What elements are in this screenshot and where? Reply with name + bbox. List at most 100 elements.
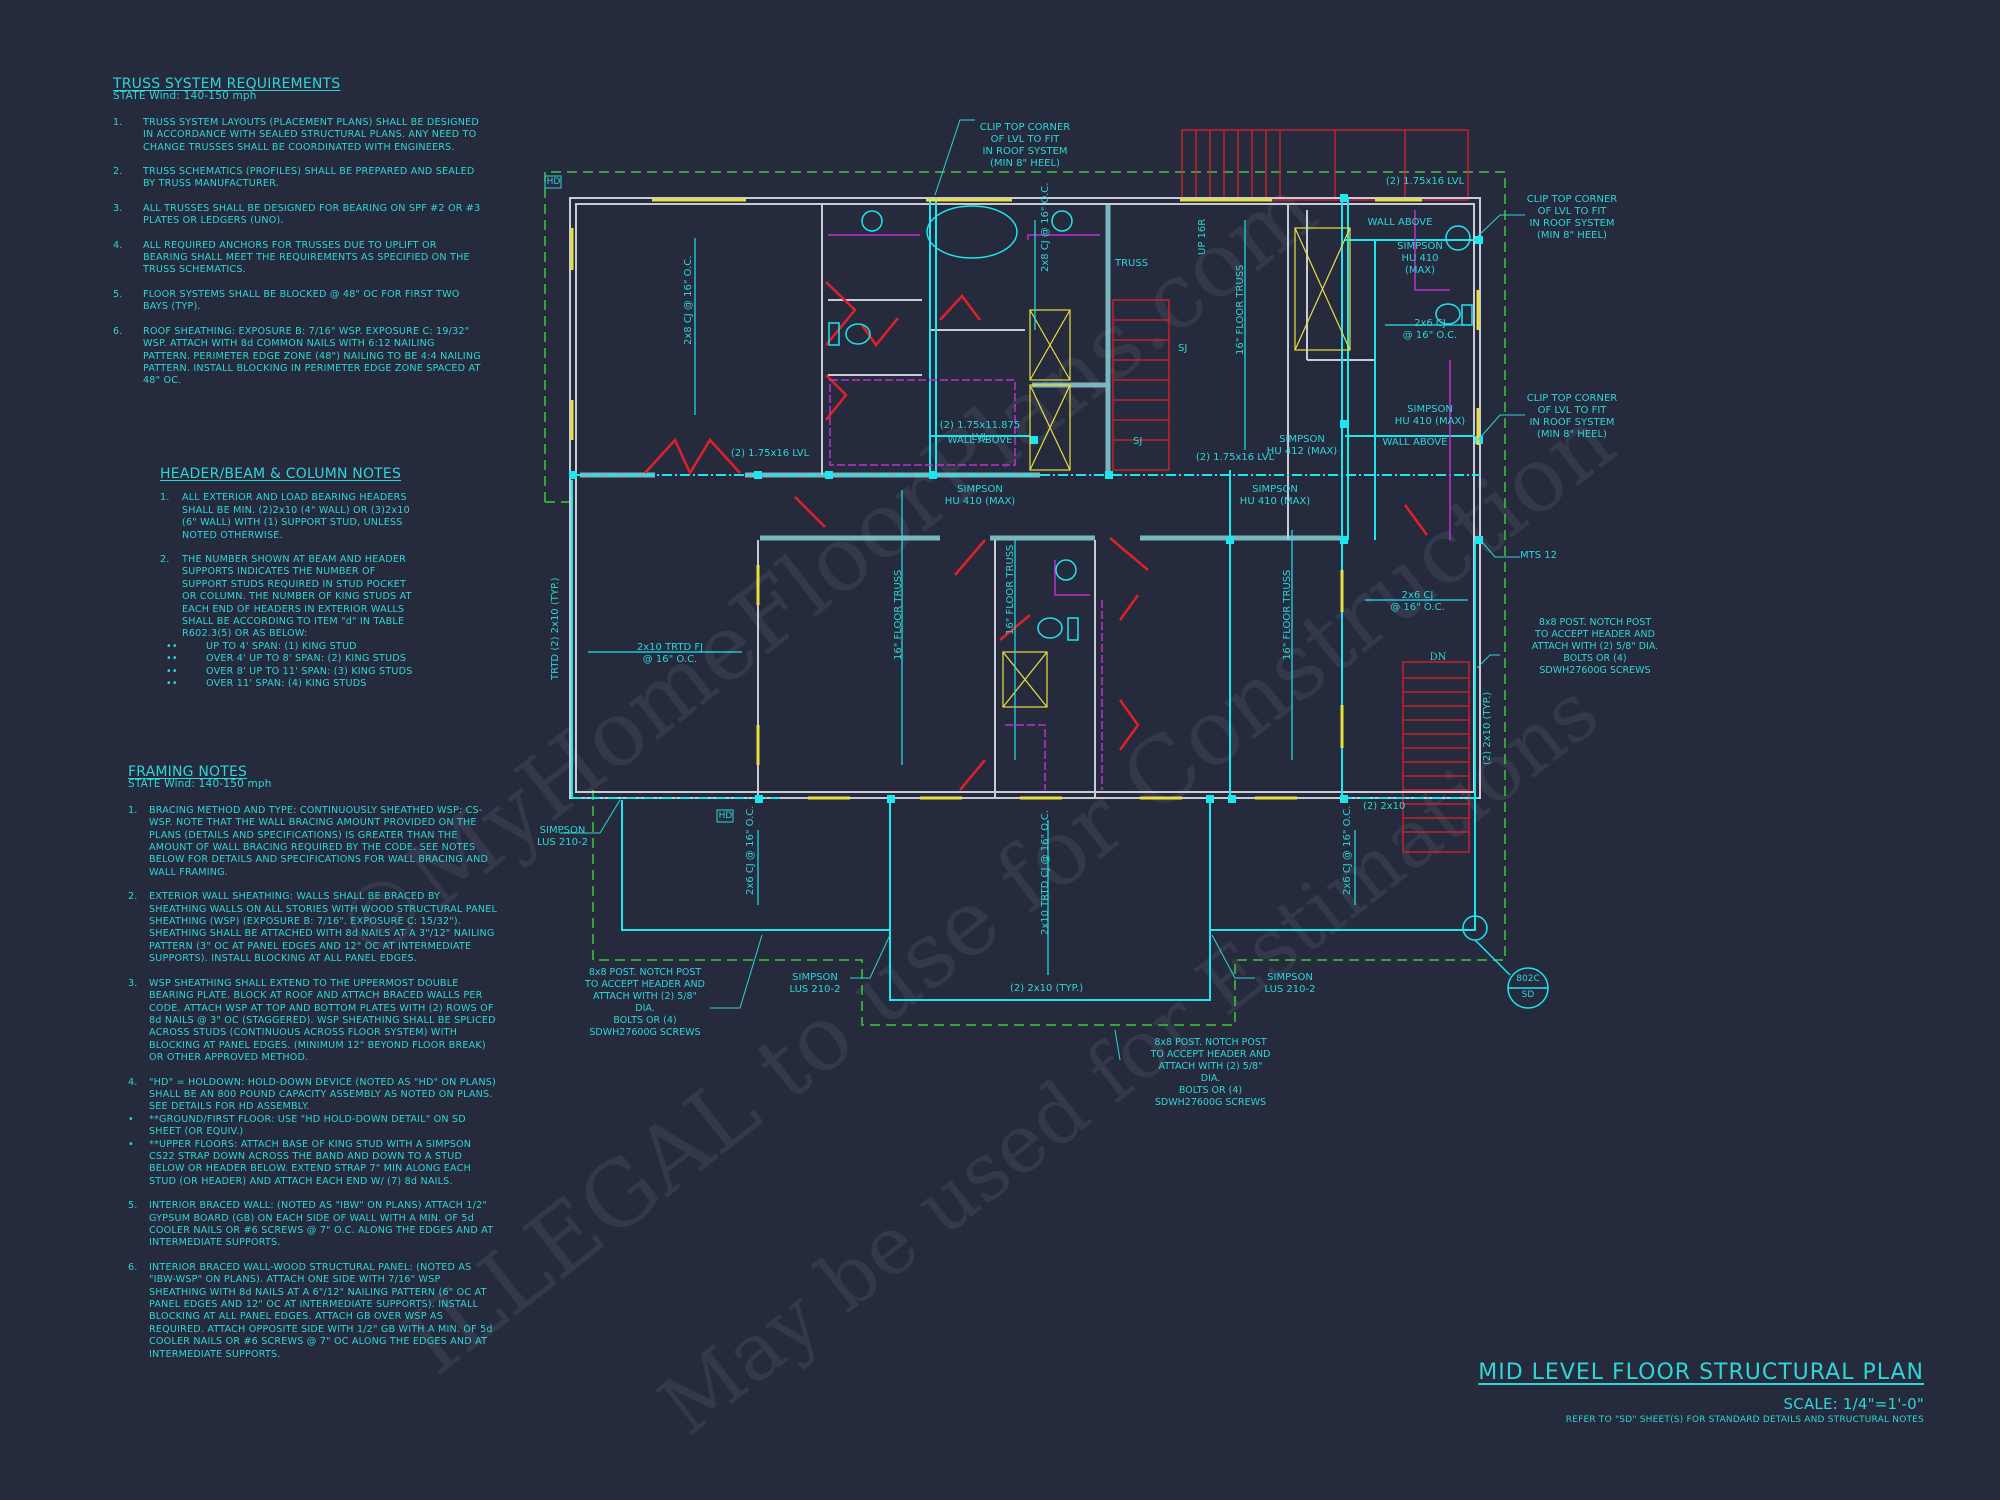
bullet-item: ••OVER 4' UP TO 8' SPAN: (2) KING STUDS xyxy=(166,653,407,665)
wall-above-label-3: WALL ABOVE xyxy=(1382,437,1448,448)
note-item: 6.ROOF SHEATHING: EXPOSURE B: 7/16" WSP.… xyxy=(113,325,481,387)
header-notes-title: HEADER/BEAM & COLUMN NOTES xyxy=(160,466,402,482)
holdown-markers xyxy=(544,175,734,823)
king-stud-bullets: ••UP TO 4' SPAN: (1) KING STUD ••OVER 4'… xyxy=(166,641,420,691)
column-posts xyxy=(569,194,1483,803)
holdown-label-2: HD xyxy=(718,811,733,821)
note-item: 1.ALL EXTERIOR AND LOAD BEARING HEADERS … xyxy=(160,492,410,541)
truss-system-notes: TRUSS SYSTEM REQUIREMENTS STATE Wind: 14… xyxy=(113,77,483,400)
post-note-bottom-left: 8x8 POST. NOTCH POST TO ACCEPT HEADER AN… xyxy=(585,967,705,1038)
holdown-label-1: HD xyxy=(546,177,561,187)
post-note-bottom-mid: 8x8 POST. NOTCH POST TO ACCEPT HEADER AN… xyxy=(1150,1037,1271,1108)
framing-notes-list-cont: 5.INTERIOR BRACED WALL: (NOTED AS "IBW" … xyxy=(128,1200,498,1361)
bullet-icon: •• xyxy=(166,653,178,665)
simpson-lus-label-2: SIMPSON LUS 210-2 xyxy=(789,972,841,995)
wall-above-label-1: WALL ABOVE xyxy=(1367,217,1433,228)
drawing-scale: SCALE: 1/4"=1'-0" xyxy=(1783,1395,1924,1413)
bullet-item: •**GROUND/FIRST FLOOR: USE "HD HOLD-DOWN… xyxy=(128,1113,466,1138)
note-item: 1.TRUSS SYSTEM LAYOUTS (PLACEMENT PLANS)… xyxy=(113,116,479,153)
floor-truss-label-1: 16" FLOOR TRUSS xyxy=(1235,264,1246,355)
mts12-label: MTS 12 xyxy=(1520,550,1557,561)
lvl-label-mid-right: (2) 1.75x16 LVL xyxy=(1195,452,1275,463)
clip-top-corner-note-right-2: CLIP TOP CORNER OF LVL TO FIT IN ROOF SY… xyxy=(1526,393,1618,440)
bullet-item: ••UP TO 4' SPAN: (1) KING STUD xyxy=(166,640,357,652)
joist-2x6-label-b: 2x6 CJ @ 16" O.C. xyxy=(1390,590,1445,613)
framing-notes-subtitle: STATE Wind: 140-150 mph xyxy=(128,778,272,791)
joist-2x6-label-a: 2x6 CJ @ 16" O.C. xyxy=(1402,318,1458,341)
bullet-icon: •• xyxy=(166,678,178,690)
refer-note: REFER TO "SD" SHEET(S) FOR STANDARD DETA… xyxy=(1565,1415,1924,1425)
simpson-lus-label-1: SIMPSON LUS 210-2 xyxy=(537,825,588,848)
header-beam-column-notes: HEADER/BEAM & COLUMN NOTES 1.ALL EXTERIO… xyxy=(160,466,420,691)
lvl-11875-label: (2) 1.75x11.875 LVL xyxy=(939,420,1021,443)
simpson-hu412-label: SIMPSON HU 412 (MAX) xyxy=(1266,434,1338,457)
lvl-label-top-right: (2) 1.75x16 LVL xyxy=(1385,176,1465,187)
clip-top-corner-note-right-1: CLIP TOP CORNER OF LVL TO FIT IN ROOF SY… xyxy=(1526,194,1618,241)
simpson-hu410-label-1: SIMPSON HU 410 (MAX) xyxy=(1397,241,1443,276)
lvl-label-mid-left: (2) 1.75x16 LVL xyxy=(730,448,810,459)
floor-truss-label-3: 16" FLOOR TRUSS xyxy=(1005,544,1016,635)
note-item: 4.ALL REQUIRED ANCHORS FOR TRUSSES DUE T… xyxy=(113,239,470,276)
simpson-hu410-label-4: SIMPSON HU 410 (MAX) xyxy=(1239,484,1311,507)
joist-2x6-label-d: 2x6 CJ @ 16" O.C. xyxy=(1342,805,1353,895)
note-item: 5.FLOOR SYSTEMS SHALL BE BLOCKED @ 48" O… xyxy=(113,288,460,313)
wall-above-label-4: WALL ABOVE xyxy=(947,435,1013,446)
sj-label-1: SJ xyxy=(1178,343,1188,354)
stair-up-label: UP 16R xyxy=(1197,218,1208,255)
beams xyxy=(571,198,1480,1001)
bullet-item: ••OVER 8' UP TO 11' SPAN: (3) KING STUDS xyxy=(166,665,413,677)
bullet-item: ••OVER 11' SPAN: (4) KING STUDS xyxy=(166,678,367,690)
joist-2x10-trtd-label: 2x10 TRTD CJ @ 16" O.C. xyxy=(1040,809,1051,935)
truss-notes-list: 1.TRUSS SYSTEM LAYOUTS (PLACEMENT PLANS)… xyxy=(113,117,483,388)
clip-top-corner-note-top: CLIP TOP CORNER OF LVL TO FIT IN ROOF SY… xyxy=(979,122,1071,169)
simpson-lus-label-3: SIMPSON LUS 210-2 xyxy=(1264,972,1316,995)
framing-notes-list: 1.BRACING METHOD AND TYPE: CONTINUOUSLY … xyxy=(128,805,498,1114)
note-item: 2.EXTERIOR WALL SHEATHING: WALLS SHALL B… xyxy=(128,891,498,965)
joist-2x8-label-a: 2x8 CJ @ 16" O.C. xyxy=(683,255,694,345)
simpson-hu410-label-2: SIMPSON HU 410 (MAX) xyxy=(1394,404,1466,427)
exterior-walls xyxy=(569,197,1481,799)
two-2x10-typ-label: (2) 2x10 (TYP.) xyxy=(1010,983,1084,994)
drawing-title: MID LEVEL FLOOR STRUCTURAL PLAN xyxy=(1478,1360,1924,1385)
holdown-sub-bullets: •**GROUND/FIRST FLOOR: USE "HD HOLD-DOWN… xyxy=(128,1114,498,1188)
bullet-item: •**UPPER FLOORS: ATTACH BASE OF KING STU… xyxy=(128,1138,472,1187)
shower-symbols xyxy=(1002,227,1351,708)
note-item: 5.INTERIOR BRACED WALL: (NOTED AS "IBW" … xyxy=(128,1200,494,1249)
stair-up-lines xyxy=(1112,129,1470,853)
joist-direction-arrows xyxy=(588,220,1468,975)
leader-lines xyxy=(560,119,1525,1061)
detail-callout-sheet: SD xyxy=(1521,990,1535,1000)
framing-notes: FRAMING NOTES STATE Wind: 140-150 mph 1.… xyxy=(128,764,498,1373)
framing-notes-title: FRAMING NOTES xyxy=(128,764,248,780)
two-2x10-label-bottom: (2) 2x10 xyxy=(1363,801,1406,812)
plumbing-fixtures xyxy=(828,205,1549,1009)
joist-2x8-label-b: 2x8 CJ @ 16" O.C. xyxy=(1040,182,1051,272)
truss-label: TRUSS xyxy=(1115,258,1149,269)
bullet-icon: • xyxy=(128,1138,134,1150)
note-item: 3.ALL TRUSSES SHALL BE DESIGNED FOR BEAR… xyxy=(113,202,481,227)
sj-label-2: SJ xyxy=(1133,436,1143,447)
fixture-outlines xyxy=(828,210,1451,790)
note-item: 2.TRUSS SCHEMATICS (PROFILES) SHALL BE P… xyxy=(113,166,475,190)
trtd-2x10-label-left: TRTD (2) 2x10 (TYP.) xyxy=(550,577,561,680)
note-item: 6.INTERIOR BRACED WALL-WOOD STRUCTURAL P… xyxy=(128,1261,493,1360)
note-item: 1.BRACING METHOD AND TYPE: CONTINUOUSLY … xyxy=(128,804,489,878)
roof-overhang-outline xyxy=(544,171,1506,1026)
detail-callout-number: 802C xyxy=(1516,974,1540,984)
bullet-icon: • xyxy=(128,1113,134,1125)
floor-truss-label-2: 16" FLOOR TRUSS xyxy=(893,569,904,660)
truss-notes-subtitle: STATE Wind: 140-150 mph xyxy=(113,90,257,103)
two-2x10-label-right: (2) 2x10 (TYP.) xyxy=(1482,691,1493,765)
floor-joist-trtd-label: 2x10 TRTD FJ @ 16" O.C. xyxy=(636,642,704,665)
doors xyxy=(644,281,1429,791)
floor-truss-label-4: 16" FLOOR TRUSS xyxy=(1282,569,1293,660)
note-item: 3.WSP SHEATHING SHALL EXTEND TO THE UPPE… xyxy=(128,977,496,1064)
note-item: 2.THE NUMBER SHOWN AT BEAM AND HEADER SU… xyxy=(160,554,412,640)
post-note-right: 8x8 POST. NOTCH POST TO ACCEPT HEADER AN… xyxy=(1531,617,1659,676)
title-block: MID LEVEL FLOOR STRUCTURAL PLAN SCALE: 1… xyxy=(1478,1360,1924,1425)
bullet-icon: •• xyxy=(166,665,178,677)
note-item: 4."HD" = HOLDOWN: HOLD-DOWN DEVICE (NOTE… xyxy=(128,1076,496,1113)
bullet-icon: •• xyxy=(166,640,178,652)
